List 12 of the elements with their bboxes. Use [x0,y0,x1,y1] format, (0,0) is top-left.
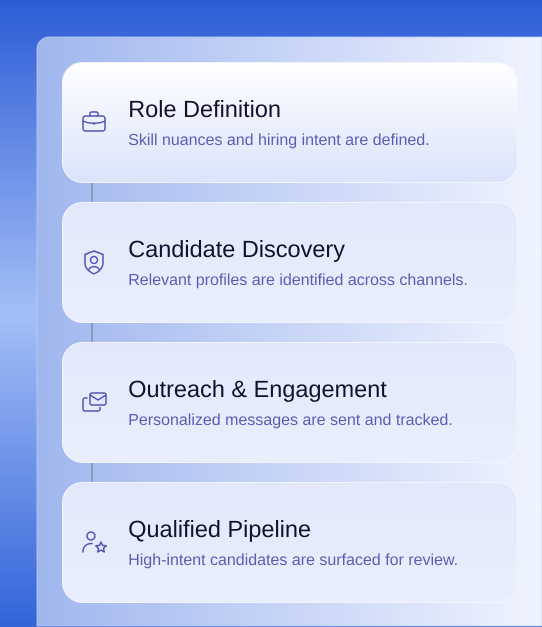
step-title: Qualified Pipeline [129,520,310,542]
step-title: Outreach & Engagement [129,380,387,402]
step-description: Personalized messages are sent and tracked. [130,413,452,428]
step-title: Role Definition [130,100,280,118]
step-description: High-intent candidates are surfaced for review. [130,553,457,568]
step-card [62,62,518,183]
step-description: Skill nuances and hiring intent are defined. [128,133,428,148]
step-description: Relevant profiles are identified across channels. [130,273,466,288]
step-card [62,482,518,603]
step-title: Candidate Discovery [129,240,345,262]
step-card [62,202,518,323]
step-card [62,342,518,463]
